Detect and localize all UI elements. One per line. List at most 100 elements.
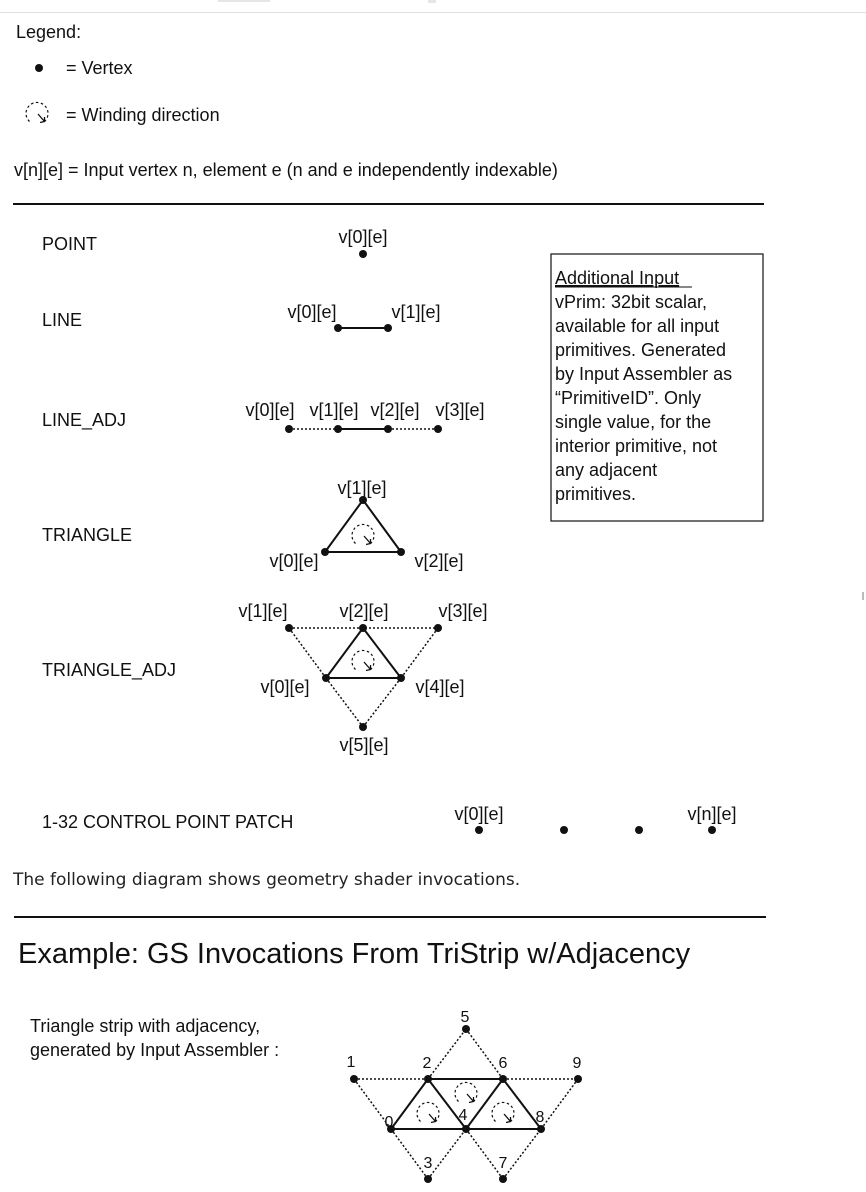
tristrip-label-7: 7 <box>499 1155 508 1172</box>
additional-input-line: any adjacent <box>555 460 657 480</box>
triangle-vertex-2 <box>397 548 405 556</box>
top-fragment <box>428 0 436 3</box>
line-adj-vertex <box>334 425 342 433</box>
winding-direction-icon <box>351 523 375 546</box>
point-vertex <box>359 250 367 258</box>
additional-input-line: vPrim: 32bit scalar, <box>555 292 707 312</box>
tristrip-label-4: 4 <box>459 1107 468 1124</box>
line-adj-v1-label: v[1][e] <box>309 400 358 420</box>
description-text: The following diagram shows geometry sha… <box>13 870 521 890</box>
triangle-adj-v2-label: v[2][e] <box>339 601 388 621</box>
example-title: Example: GS Invocations From TriStrip w/… <box>18 938 691 970</box>
tristrip-label-9: 9 <box>573 1055 582 1072</box>
tristrip-vertex <box>574 1075 582 1083</box>
line-adj-v3-label: v[3][e] <box>435 400 484 420</box>
legend-vertex-text: = Vertex <box>66 58 133 78</box>
edge-mark <box>862 592 864 600</box>
winding-direction-icon <box>416 1101 440 1124</box>
line-vertex-1 <box>384 324 392 332</box>
patch-v0-label: v[0][e] <box>454 804 503 824</box>
additional-input-line: by Input Assembler as <box>555 364 732 384</box>
tristrip-label-2: 2 <box>423 1055 432 1072</box>
line-label: LINE <box>42 310 82 330</box>
tristrip-vertex <box>350 1075 358 1083</box>
tristrip-vertex <box>424 1075 432 1083</box>
triangle-adj-v1-label: v[1][e] <box>238 601 287 621</box>
tristrip-adjacent-edges <box>353 1028 579 1180</box>
tristrip-vertex <box>537 1125 545 1133</box>
tristrip-label-0: 0 <box>385 1114 394 1131</box>
triangle-adj-v3-label: v[3][e] <box>438 601 487 621</box>
top-fragment <box>218 0 270 2</box>
tristrip-vertex <box>424 1175 432 1183</box>
example-caption-line-2: generated by Input Assembler : <box>30 1040 279 1060</box>
triangle-adj-label: TRIANGLE_ADJ <box>42 660 176 681</box>
legend-winding-text: = Winding direction <box>66 105 220 125</box>
line-adj-vertex <box>285 425 293 433</box>
tristrip-vertex <box>499 1175 507 1183</box>
triangle-adj-v5-label: v[5][e] <box>339 735 388 755</box>
additional-input-line: available for all input <box>555 316 719 336</box>
triangle-adj-vertex-0 <box>322 674 330 682</box>
winding-direction-icon <box>491 1101 515 1124</box>
triangle-adj-vertex-5 <box>359 723 367 731</box>
winding-direction-icon <box>351 649 375 672</box>
additional-input-line: single value, for the <box>555 412 711 432</box>
patch-vertex <box>475 826 483 834</box>
line-adj-label: LINE_ADJ <box>42 410 126 431</box>
legend-notation-text: v[n][e] = Input vertex n, element e (n a… <box>14 160 558 180</box>
patch-vn-label: v[n][e] <box>687 804 736 824</box>
line-adj-v0-label: v[0][e] <box>245 400 294 420</box>
line-vertex-0 <box>334 324 342 332</box>
triangle-adj-v0-label: v[0][e] <box>260 677 309 697</box>
additional-input-box <box>550 253 764 522</box>
triangle-v1-label: v[1][e] <box>337 478 386 498</box>
triangle-adj-shape <box>325 627 402 679</box>
triangle-adj-vertex-2 <box>359 624 367 632</box>
line-adj-vertex <box>384 425 392 433</box>
patch-vertex <box>560 826 568 834</box>
triangle-v0-label: v[0][e] <box>269 551 318 571</box>
winding-direction-icon <box>25 101 49 124</box>
legend-title: Legend: <box>16 22 81 42</box>
triangle-label: TRIANGLE <box>42 525 132 545</box>
line-v0-label: v[0][e] <box>287 302 336 322</box>
triangle-adj-vertex-1 <box>285 624 293 632</box>
tristrip-label-6: 6 <box>499 1055 508 1072</box>
additional-input-line: primitives. Generated <box>555 340 726 360</box>
example-caption-line-1: Triangle strip with adjacency, <box>30 1016 260 1036</box>
tristrip-vertex <box>462 1025 470 1033</box>
line-adj-vertex <box>434 425 442 433</box>
patch-label: 1-32 CONTROL POINT PATCH <box>42 812 293 832</box>
triangle-vertex-1 <box>359 496 367 504</box>
line-v1-label: v[1][e] <box>391 302 440 322</box>
winding-direction-icon <box>454 1081 478 1104</box>
vertex-icon <box>35 64 43 72</box>
point-label: POINT <box>42 234 97 254</box>
triangle-adj-vertex-4 <box>397 674 405 682</box>
triangle-adj-v4-label: v[4][e] <box>415 677 464 697</box>
triangle-adj-vertex-3 <box>434 624 442 632</box>
top-border-line <box>0 12 866 13</box>
section-divider <box>14 916 766 918</box>
additional-input-line: interior primitive, not <box>555 436 717 456</box>
tristrip-vertex <box>462 1125 470 1133</box>
triangle-shape <box>324 499 402 553</box>
additional-input-line: “PrimitiveID”. Only <box>555 388 701 408</box>
tristrip-label-5: 5 <box>461 1009 470 1026</box>
point-v0-label: v[0][e] <box>338 227 387 247</box>
triangle-vertex-0 <box>321 548 329 556</box>
patch-vertex <box>635 826 643 834</box>
tristrip-label-8: 8 <box>536 1109 545 1126</box>
triangle-adj-adjacent-edges <box>288 627 439 728</box>
additional-input-line: primitives. <box>555 484 636 504</box>
additional-input-title: Additional Input <box>555 268 679 288</box>
tristrip-vertex <box>499 1075 507 1083</box>
triangle-v2-label: v[2][e] <box>414 551 463 571</box>
line-adj-v2-label: v[2][e] <box>370 400 419 420</box>
patch-vertex <box>708 826 716 834</box>
tristrip-label-1: 1 <box>347 1054 356 1071</box>
tristrip-vertex <box>387 1125 395 1133</box>
tristrip-label-3: 3 <box>424 1155 433 1172</box>
